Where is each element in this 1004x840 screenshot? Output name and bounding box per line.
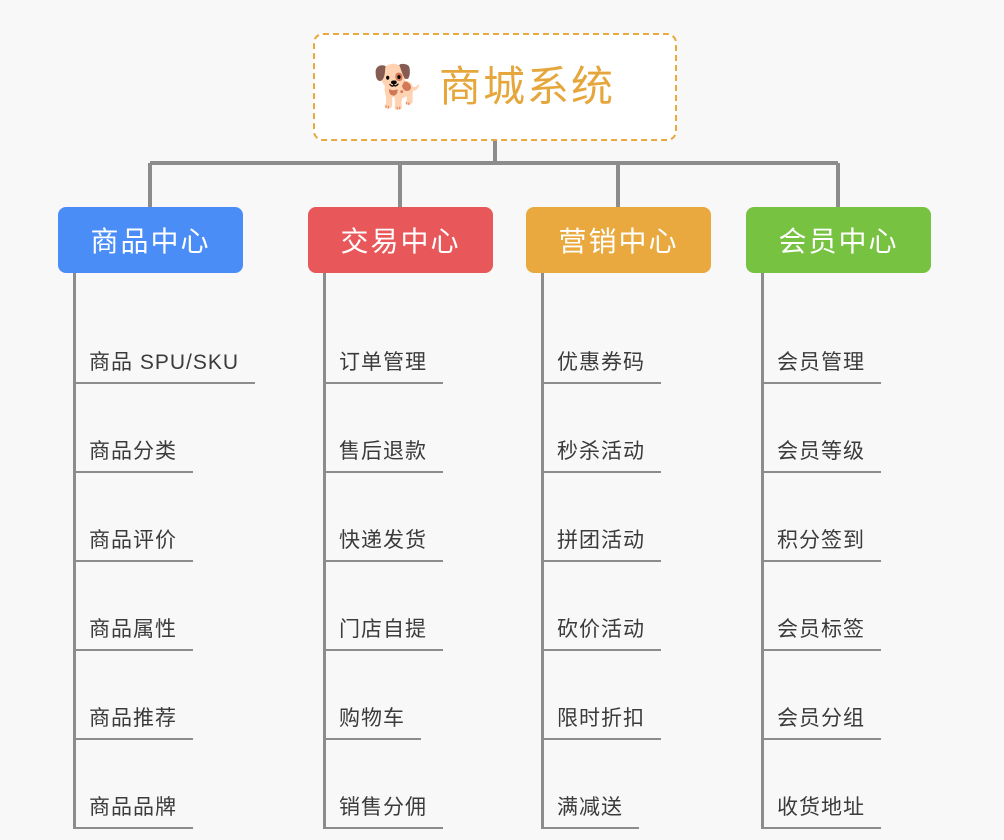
leaf-label: 门店自提 <box>339 618 427 641</box>
leaf-label: 收货地址 <box>777 796 865 819</box>
list-item[interactable]: 商品评价 <box>58 473 243 562</box>
list-item[interactable]: 商品分类 <box>58 384 243 473</box>
list-item[interactable]: 会员等级 <box>746 384 931 473</box>
category-header-marketing[interactable]: 营销中心 <box>526 207 711 273</box>
leaf-label: 快递发货 <box>339 529 427 552</box>
list-item[interactable]: 购物车 <box>308 651 493 740</box>
root-node[interactable]: 🐕 商城系统 <box>313 33 677 141</box>
list-item[interactable]: 商品 SPU/SKU <box>58 295 256 384</box>
column-spine <box>541 273 544 829</box>
leaf-label: 砍价活动 <box>557 618 645 641</box>
leaf-label: 售后退款 <box>339 440 427 463</box>
page-title: 商城系统 <box>438 63 615 110</box>
category-column-member: 会员中心 会员管理 会员等级 积分签到 会员标签 <box>746 207 931 829</box>
list-item[interactable]: 订单管理 <box>308 295 493 384</box>
leaf-label: 秒杀活动 <box>557 440 645 463</box>
list-item[interactable]: 砍价活动 <box>526 562 711 651</box>
leaf-label: 会员管理 <box>777 351 865 374</box>
leaf-underline: 满减送 <box>541 795 639 829</box>
list-item[interactable]: 商品推荐 <box>58 651 243 740</box>
list-item[interactable]: 会员分组 <box>746 651 931 740</box>
leaf-list-member: 会员管理 会员等级 积分签到 会员标签 会员分组 <box>746 273 931 829</box>
leaf-label: 购物车 <box>339 707 405 730</box>
leaf-label: 销售分佣 <box>339 796 427 819</box>
category-column-marketing: 营销中心 优惠券码 秒杀活动 拼团活动 砍价活动 <box>526 207 711 829</box>
leaf-underline: 商品分类 <box>73 439 193 473</box>
list-item[interactable]: 优惠券码 <box>526 295 711 384</box>
category-label: 营销中心 <box>558 226 679 257</box>
list-item[interactable]: 商品属性 <box>58 562 243 651</box>
category-column-trade: 交易中心 订单管理 售后退款 快递发货 门店自提 <box>308 207 493 829</box>
leaf-underline: 商品品牌 <box>73 795 193 829</box>
category-label: 商品中心 <box>90 226 211 257</box>
leaf-label: 商品 SPU/SKU <box>89 351 240 374</box>
leaf-underline: 限时折扣 <box>541 706 661 740</box>
leaf-label: 商品属性 <box>89 618 177 641</box>
list-item[interactable]: 售后退款 <box>308 384 493 473</box>
list-item[interactable]: 快递发货 <box>308 473 493 562</box>
list-item[interactable]: 收货地址 <box>746 740 931 829</box>
dog-face-icon: 🐕 <box>372 63 426 110</box>
leaf-label: 会员等级 <box>777 440 865 463</box>
leaf-underline: 会员标签 <box>761 617 881 651</box>
list-item[interactable]: 销售分佣 <box>308 740 493 829</box>
list-item[interactable]: 会员管理 <box>746 295 931 384</box>
leaf-underline: 售后退款 <box>323 439 443 473</box>
leaf-underline: 门店自提 <box>323 617 443 651</box>
category-label: 交易中心 <box>340 226 461 257</box>
leaf-label: 商品评价 <box>89 529 177 552</box>
category-column-product: 商品中心 商品 SPU/SKU 商品分类 商品评价 商品属性 <box>58 207 256 829</box>
leaf-underline: 秒杀活动 <box>541 439 661 473</box>
leaf-underline: 快递发货 <box>323 528 443 562</box>
leaf-list-trade: 订单管理 售后退款 快递发货 门店自提 购物车 <box>308 273 493 829</box>
category-header-member[interactable]: 会员中心 <box>746 207 931 273</box>
category-header-trade[interactable]: 交易中心 <box>308 207 493 273</box>
leaf-label: 商品推荐 <box>89 707 177 730</box>
leaf-underline: 订单管理 <box>323 350 443 384</box>
leaf-underline: 销售分佣 <box>323 795 443 829</box>
leaf-label: 限时折扣 <box>557 707 645 730</box>
leaf-list-marketing: 优惠券码 秒杀活动 拼团活动 砍价活动 限时折扣 <box>526 273 711 829</box>
leaf-underline: 优惠券码 <box>541 350 661 384</box>
leaf-underline: 商品属性 <box>73 617 193 651</box>
column-spine <box>73 273 76 829</box>
leaf-label: 商品分类 <box>89 440 177 463</box>
leaf-label: 商品品牌 <box>89 796 177 819</box>
list-item[interactable]: 拼团活动 <box>526 473 711 562</box>
leaf-underline: 会员等级 <box>761 439 881 473</box>
leaf-label: 积分签到 <box>777 529 865 552</box>
leaf-underline: 拼团活动 <box>541 528 661 562</box>
column-spine <box>323 273 326 829</box>
leaf-underline: 砍价活动 <box>541 617 661 651</box>
list-item[interactable]: 满减送 <box>526 740 711 829</box>
category-label: 会员中心 <box>778 226 899 257</box>
list-item[interactable]: 商品品牌 <box>58 740 243 829</box>
leaf-label: 会员标签 <box>777 618 865 641</box>
leaf-underline: 会员分组 <box>761 706 881 740</box>
leaf-label: 会员分组 <box>777 707 865 730</box>
list-item[interactable]: 会员标签 <box>746 562 931 651</box>
leaf-underline: 积分签到 <box>761 528 881 562</box>
leaf-underline: 会员管理 <box>761 350 881 384</box>
list-item[interactable]: 门店自提 <box>308 562 493 651</box>
leaf-label: 拼团活动 <box>557 529 645 552</box>
category-header-product[interactable]: 商品中心 <box>58 207 243 273</box>
list-item[interactable]: 限时折扣 <box>526 651 711 740</box>
list-item[interactable]: 秒杀活动 <box>526 384 711 473</box>
column-spine <box>761 273 764 829</box>
leaf-underline: 商品评价 <box>73 528 193 562</box>
leaf-underline: 收货地址 <box>761 795 881 829</box>
leaf-underline: 商品推荐 <box>73 706 193 740</box>
leaf-list-product: 商品 SPU/SKU 商品分类 商品评价 商品属性 商品推荐 <box>58 273 256 829</box>
leaf-underline: 购物车 <box>323 706 421 740</box>
leaf-label: 订单管理 <box>339 351 427 374</box>
leaf-underline: 商品 SPU/SKU <box>73 350 256 384</box>
list-item[interactable]: 积分签到 <box>746 473 931 562</box>
leaf-label: 满减送 <box>557 796 623 819</box>
leaf-label: 优惠券码 <box>557 351 645 374</box>
